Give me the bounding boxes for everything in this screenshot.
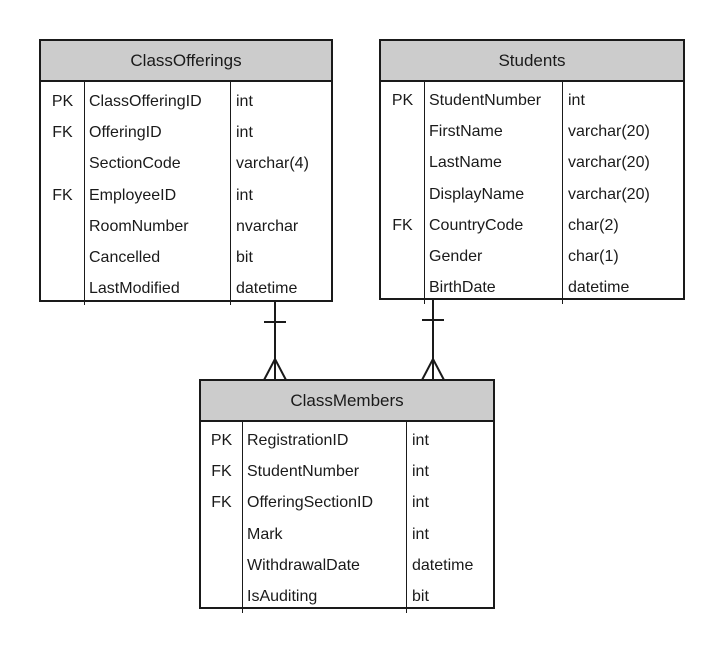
column-name: IsAuditing (247, 588, 318, 606)
column-name: FirstName (429, 122, 503, 140)
entity-title: Students (381, 41, 683, 82)
column-type: int (412, 494, 429, 512)
column-name: OfferingID (89, 123, 162, 141)
column-name: Cancelled (89, 249, 161, 267)
table-row: BirthDate datetime (381, 273, 683, 304)
table-row: RoomNumber nvarchar (41, 211, 331, 242)
column-type: varchar(4) (236, 155, 309, 173)
table-row: Gender char(1) (381, 241, 683, 272)
column-type: datetime (568, 279, 630, 297)
key-cell: FK (52, 186, 73, 204)
column-name: LastName (429, 154, 502, 172)
column-type: int (412, 431, 429, 449)
table-row: DisplayName varchar(20) (381, 179, 683, 210)
column-name: OfferingSectionID (247, 494, 373, 512)
column-type: datetime (412, 556, 474, 574)
column-type: varchar(20) (568, 154, 650, 172)
table-row: WithdrawalDate datetime (201, 550, 493, 581)
column-name: SectionCode (89, 155, 181, 173)
column-name: Gender (429, 248, 483, 266)
column-name: RegistrationID (247, 431, 349, 449)
table-row: Cancelled bit (41, 242, 331, 273)
column-type: int (236, 123, 253, 141)
column-type: bit (412, 588, 429, 606)
entity-classofferings: ClassOfferings PK ClassOfferingID int FK Of… (39, 39, 333, 306)
entity-title: ClassOfferings (41, 41, 331, 82)
column-type: varchar(20) (568, 185, 650, 203)
key-cell: PK (391, 91, 414, 109)
key-cell: PK (51, 92, 74, 110)
column-name: EmployeeID (89, 186, 177, 204)
column-type: int (412, 525, 429, 543)
column-name: LastModified (89, 280, 180, 298)
table-row: FK EmployeeID int (41, 180, 331, 211)
column-type: varchar(20) (568, 122, 650, 140)
many-marker-classmembers-left (263, 356, 287, 381)
table-row: SectionCode varchar(4) (41, 149, 331, 180)
column-name: Mark (247, 525, 283, 543)
column-name: RoomNumber (89, 217, 189, 235)
key-cell: FK (392, 216, 413, 234)
table-row: PK StudentNumber int (381, 85, 683, 116)
column-type: datetime (236, 280, 298, 298)
table-row: IsAuditing bit (201, 581, 493, 612)
table-row: LastName varchar(20) (381, 148, 683, 179)
table-row: PK ClassOfferingID int (41, 86, 331, 117)
entity-students: Students PK StudentNumber int FirstName var… (379, 39, 685, 305)
column-name: WithdrawalDate (247, 556, 360, 574)
table-row: FirstName varchar(20) (381, 116, 683, 147)
column-type: nvarchar (236, 217, 299, 235)
entity-rows: PK ClassOfferingID int FK OfferingID int Sec… (41, 82, 331, 306)
entity-rows: PK RegistrationID int FK StudentNumber int F… (201, 422, 493, 613)
table-row: FK CountryCode char(2) (381, 210, 683, 241)
table-row: FK OfferingID int (41, 117, 331, 148)
table-row: Mark int (201, 519, 493, 550)
key-cell: FK (211, 462, 232, 480)
column-type: char(2) (568, 216, 619, 234)
column-name: CountryCode (429, 216, 524, 234)
key-cell: PK (210, 431, 233, 449)
column-name: StudentNumber (429, 91, 542, 109)
column-type: int (412, 462, 429, 480)
column-name: ClassOfferingID (89, 92, 202, 110)
table-row: LastModified datetime (41, 274, 331, 305)
column-type: char(1) (568, 248, 619, 266)
key-cell: FK (211, 494, 232, 512)
table-row: FK StudentNumber int (201, 456, 493, 487)
key-cell: FK (52, 123, 73, 141)
column-type: int (236, 92, 253, 110)
column-type: int (236, 186, 253, 204)
column-name: StudentNumber (247, 462, 360, 480)
entity-classmembers: ClassMembers PK RegistrationID int FK Stude… (199, 379, 495, 613)
many-marker-classmembers-right (421, 356, 445, 381)
entity-title: ClassMembers (201, 381, 493, 422)
column-name: BirthDate (429, 279, 496, 297)
table-row: FK OfferingSectionID int (201, 488, 493, 519)
column-type: int (568, 91, 585, 109)
column-name: DisplayName (429, 185, 525, 203)
table-row: PK RegistrationID int (201, 425, 493, 456)
column-type: bit (236, 249, 253, 267)
